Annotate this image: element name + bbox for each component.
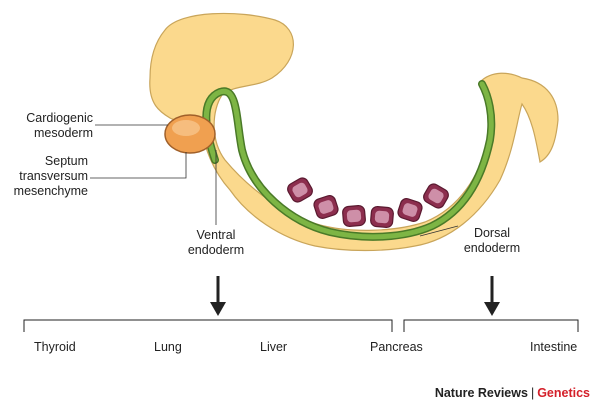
dorsal-bracket (403, 319, 579, 332)
journal-section: Genetics (537, 386, 590, 400)
organ-liver: Liver (260, 340, 288, 354)
label-line: Cardiogenic (26, 111, 93, 125)
ventral-bracket (23, 319, 393, 332)
label-line: Ventral (196, 228, 236, 242)
somite-highlight (428, 188, 444, 204)
leader-line-septum (90, 152, 187, 179)
label-line: Dorsal (473, 226, 511, 240)
credit-separator: | (530, 386, 535, 400)
label-line: mesenchyme (13, 184, 88, 198)
somite-highlight (402, 203, 418, 217)
organ-lung: Lung (154, 340, 182, 354)
ventral-arrow-head (210, 302, 226, 316)
label-ventral-endoderm: Ventral endoderm (176, 228, 256, 258)
label-septum-transversum: Septum transversum mesenchyme (10, 154, 88, 199)
somite-highlight (374, 210, 390, 224)
label-line: endoderm (187, 243, 245, 257)
journal-name: Nature Reviews (434, 386, 528, 400)
label-line: transversum (19, 169, 88, 183)
somite-highlight (346, 209, 362, 223)
label-line: mesoderm (33, 126, 93, 140)
organ-thyroid: Thyroid (34, 340, 76, 354)
organ-intestine: Intestine (530, 340, 578, 354)
embryo-body (149, 12, 559, 252)
organ-pancreas: Pancreas (370, 340, 423, 354)
somite-highlight (318, 200, 334, 214)
label-line: Septum (44, 154, 88, 168)
label-cardiogenic-mesoderm: Cardiogenic mesoderm (10, 111, 93, 141)
label-line: endoderm (463, 241, 521, 255)
label-dorsal-endoderm: Dorsal endoderm (452, 226, 532, 256)
cardiogenic-mesoderm-highlight (172, 120, 200, 136)
somite-highlight (292, 182, 308, 198)
leader-line-dorsal (419, 225, 459, 237)
dorsal-arrow-head (484, 302, 500, 316)
endoderm-tube-inner (203, 81, 494, 240)
somites (287, 177, 449, 229)
journal-credit: Nature Reviews|Genetics (435, 386, 590, 400)
